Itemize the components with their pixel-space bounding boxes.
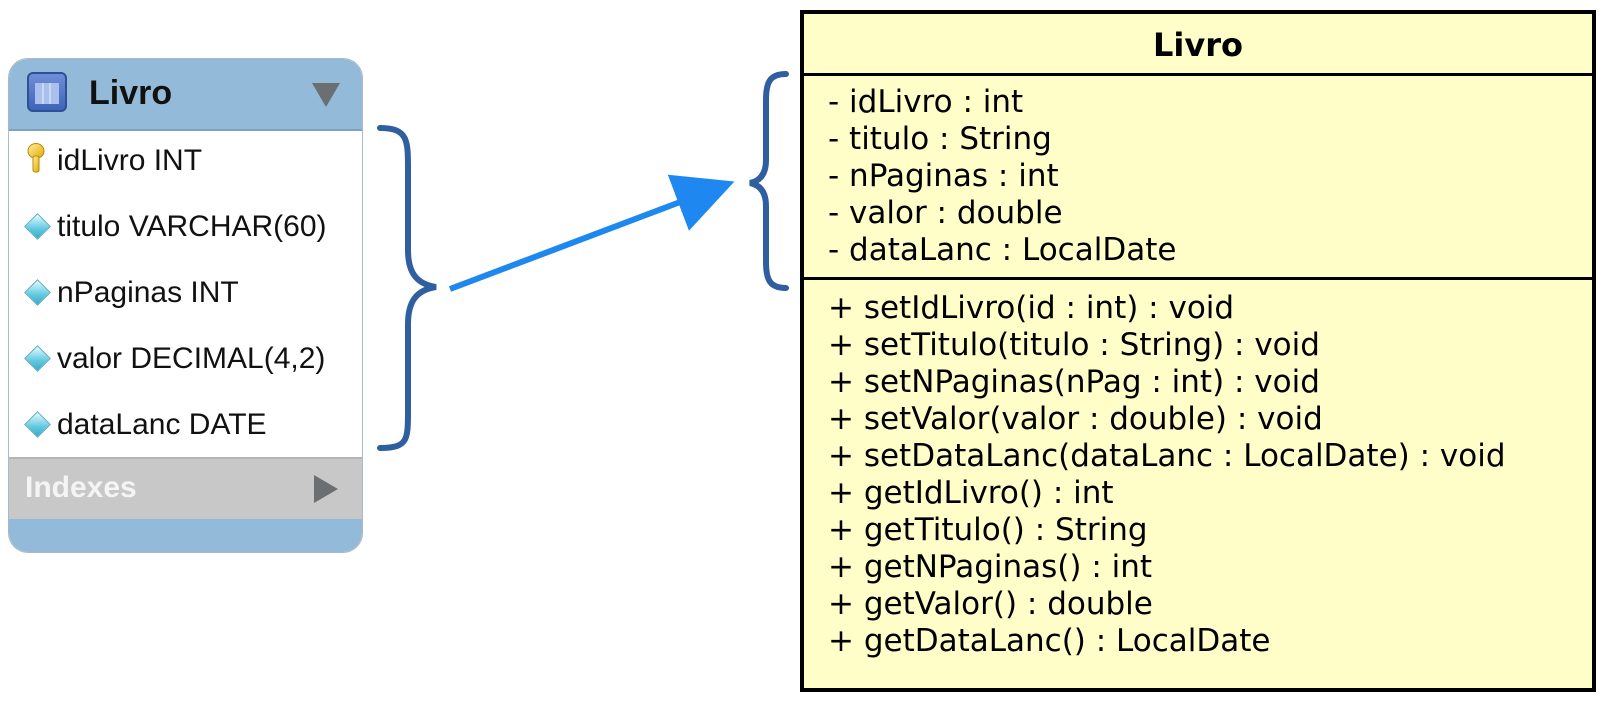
uml-method: + setIdLivro(id : int) : void bbox=[828, 290, 1235, 326]
db-table-livro[interactable]: Livro idLivro INT titulo VARCHAR(60) nPa… bbox=[8, 58, 363, 553]
db-column-label: titulo VARCHAR(60) bbox=[57, 210, 327, 243]
uml-method: + setNPaginas(nPag : int) : void bbox=[828, 364, 1320, 400]
uml-attribute: - dataLanc : LocalDate bbox=[828, 232, 1177, 268]
db-column-label: dataLanc DATE bbox=[57, 408, 267, 441]
uml-method: + getTitulo() : String bbox=[828, 512, 1148, 548]
db-table-title: Livro bbox=[89, 74, 173, 112]
db-indexes-section[interactable]: Indexes bbox=[9, 457, 362, 521]
collapse-triangle-icon[interactable] bbox=[312, 83, 340, 107]
right-curly-brace bbox=[377, 125, 437, 451]
uml-method: + getIdLivro() : int bbox=[828, 475, 1114, 511]
uml-attribute: - valor : double bbox=[828, 195, 1063, 231]
expand-triangle-icon[interactable] bbox=[314, 475, 338, 503]
db-column-row[interactable]: titulo VARCHAR(60) bbox=[9, 195, 362, 261]
uml-attribute: - nPaginas : int bbox=[828, 158, 1059, 194]
uml-attribute: - idLivro : int bbox=[828, 84, 1024, 120]
uml-divider bbox=[804, 73, 1592, 76]
mapping-arrow bbox=[448, 174, 735, 292]
db-column-row[interactable]: nPaginas INT bbox=[9, 261, 362, 327]
db-column-label: nPaginas INT bbox=[57, 276, 239, 309]
db-column-label: idLivro INT bbox=[57, 144, 203, 177]
db-column-row[interactable]: idLivro INT bbox=[9, 129, 362, 195]
db-column-label: valor DECIMAL(4,2) bbox=[57, 342, 326, 375]
db-table-footer bbox=[9, 519, 362, 552]
uml-method: + setDataLanc(dataLanc : LocalDate) : vo… bbox=[828, 438, 1506, 474]
uml-divider bbox=[804, 277, 1592, 280]
left-curly-brace bbox=[749, 71, 789, 291]
primary-key-icon bbox=[27, 143, 45, 173]
uml-method: + setTitulo(titulo : String) : void bbox=[828, 327, 1320, 363]
uml-class-livro[interactable]: Livro - idLivro : int - titulo : String … bbox=[800, 10, 1596, 692]
uml-attribute: - titulo : String bbox=[828, 121, 1052, 157]
db-column-row[interactable]: dataLanc DATE bbox=[9, 393, 362, 459]
uml-method: + getDataLanc() : LocalDate bbox=[828, 623, 1271, 659]
table-icon bbox=[27, 72, 67, 112]
uml-method: + getValor() : double bbox=[828, 586, 1153, 622]
uml-class-name: Livro bbox=[1153, 26, 1243, 64]
db-table-header[interactable]: Livro bbox=[9, 59, 362, 131]
uml-method: + setValor(valor : double) : void bbox=[828, 401, 1323, 437]
indexes-label: Indexes bbox=[25, 471, 137, 504]
uml-method: + getNPaginas() : int bbox=[828, 549, 1153, 585]
db-column-row[interactable]: valor DECIMAL(4,2) bbox=[9, 327, 362, 393]
